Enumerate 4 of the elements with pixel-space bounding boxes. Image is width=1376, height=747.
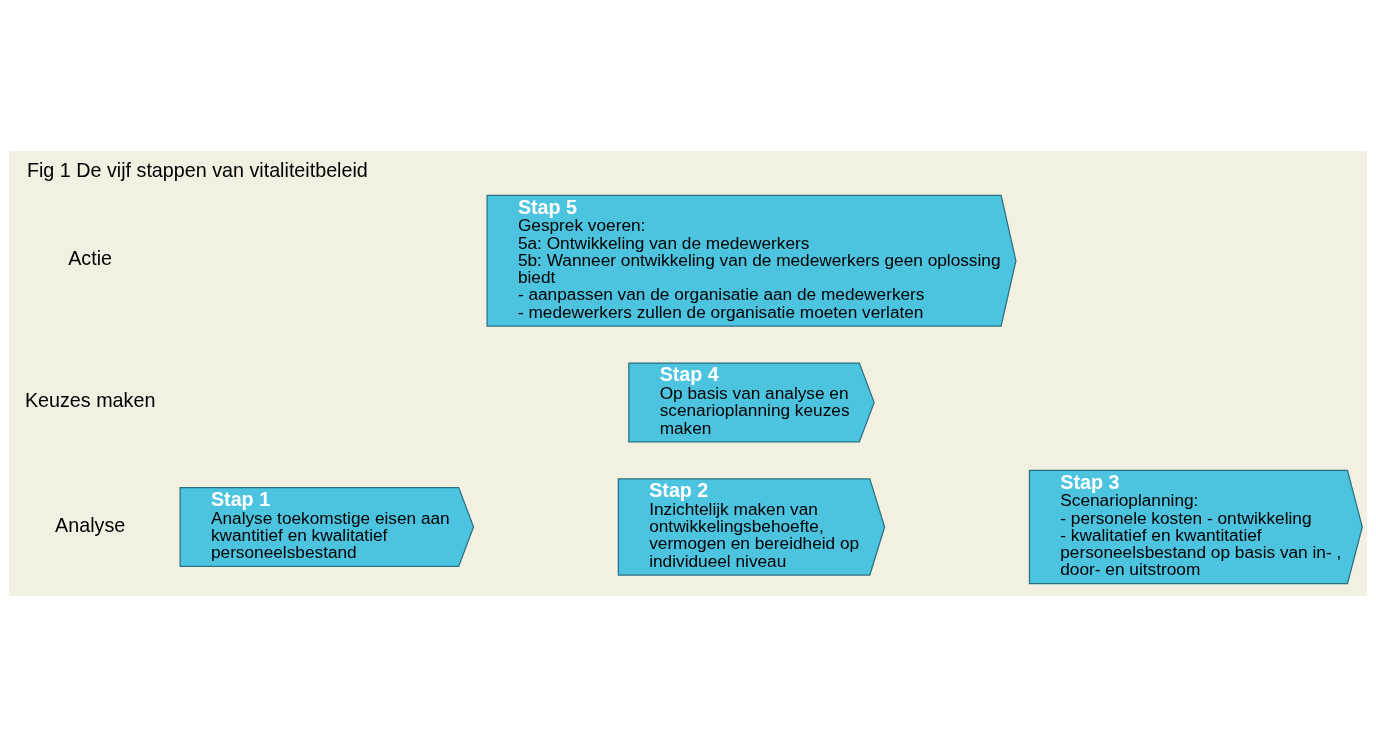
- diagram-title: Fig 1 De vijf stappen van vitaliteitbeleid: [26, 158, 368, 181]
- label: Keuzes maken: [24, 389, 156, 412]
- label: Actie: [68, 247, 113, 270]
- label: Analyse: [55, 513, 126, 536]
